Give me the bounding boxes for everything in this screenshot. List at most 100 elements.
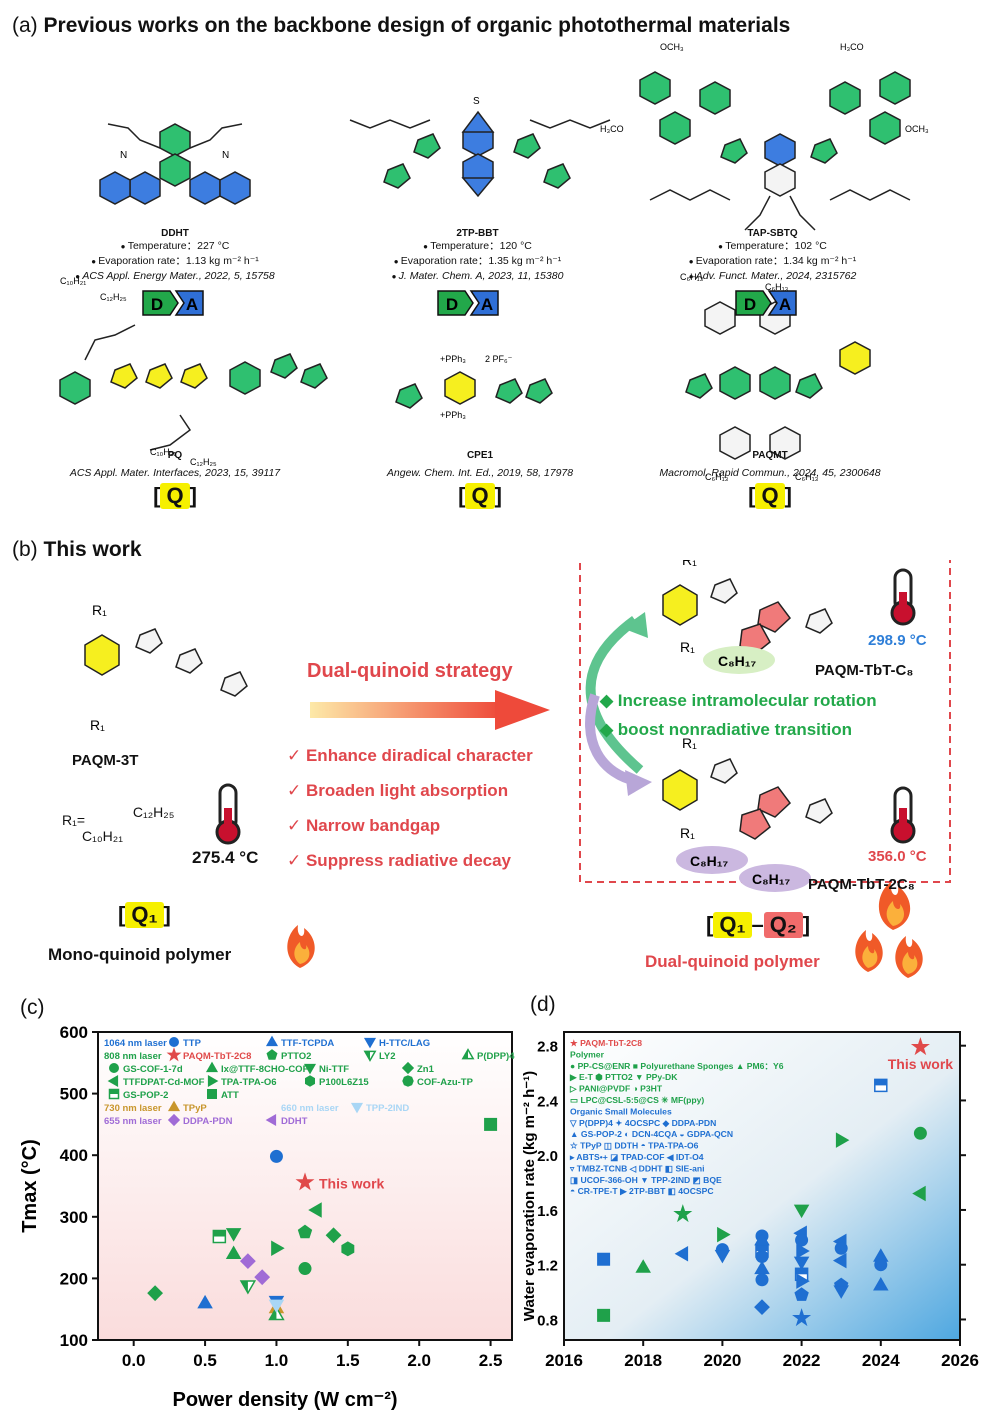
data-point: [910, 1037, 930, 1056]
legend-label: GS-COF-1-7d: [123, 1064, 183, 1075]
legend-label: TTF-TCPDA: [281, 1038, 334, 1049]
compound-cpe1: CPE1 Angew. Chem. Int. Ed., 2019, 58, 17…: [355, 450, 605, 509]
panel-b-tag: (b): [12, 538, 38, 561]
legend-marker-shape: [265, 1035, 279, 1047]
compound-ref: ACS Appl. Mater. Interfaces, 2023, 15, 3…: [69, 467, 281, 479]
legend-marker-shape: [169, 1037, 179, 1047]
legend-marker-shape: [205, 1061, 219, 1073]
legend-label: DDHT: [281, 1116, 308, 1127]
compound-ref: J. Mater. Chem. A, 2023, 11, 15380: [392, 270, 564, 282]
legend-label: PAQM-TbT-2C8: [183, 1051, 251, 1062]
legend-marker-shape: [303, 1063, 317, 1075]
ddht-structure: [99, 123, 251, 205]
legend-label: Ni-TTF: [319, 1064, 349, 1075]
paqm-3t-r1-bottom: R₁: [90, 717, 105, 733]
bullet-item: boost nonradiative transition: [600, 715, 877, 744]
legend-line: ▿ TMBZ-TCNB ◁ DDHT ◧ SIE-ani: [569, 1163, 705, 1173]
data-point-shape: [796, 1273, 810, 1289]
legend-marker-shape: [402, 1075, 414, 1087]
thermometer-icon-2: [890, 568, 916, 626]
data-point-shape: [597, 1252, 611, 1266]
legend-marker: [207, 1089, 217, 1099]
data-point-shape: [298, 1262, 312, 1276]
cpe1-pph3-label-1: +PPh₃: [440, 354, 466, 364]
legend-group: 655 nm laser: [104, 1116, 162, 1127]
legend-marker: [107, 1074, 119, 1088]
data-point: [793, 1204, 810, 1219]
r1-definition: R₁= C₁₂H₂₅ C₁₀H₂₁: [62, 804, 174, 844]
compound-2tp-bbt: 2TP-BBT Temperature：120 °C Evaporation r…: [355, 228, 600, 284]
data-point-shape: [597, 1308, 611, 1322]
data-point: [673, 1204, 693, 1223]
flame-icon-1: [287, 925, 315, 968]
top-r1-bottom: R₁: [680, 639, 695, 655]
compound-paqmt: PAQMT Macromol. Rapid Commun., 2024, 45,…: [635, 450, 905, 509]
data-point: [873, 1277, 889, 1291]
tap-h3co-label-1: H₃CO: [840, 42, 864, 52]
r1-def-label: R₁=: [62, 812, 86, 828]
data-point: [325, 1227, 342, 1244]
rotation-arrow-up: [585, 615, 644, 774]
data-point: [755, 1273, 769, 1287]
legend-line: ▽ P(DPP)4 ✦ 4OCSPC ◆ DDPA-PDN: [569, 1118, 716, 1128]
compound-name: PQ: [167, 450, 183, 461]
legend-marker-shape: [350, 1102, 364, 1114]
legend-marker-shape: [109, 1063, 119, 1073]
data-point-fill: [795, 1268, 808, 1275]
legend-marker-shape: [305, 1075, 315, 1087]
bottom-side-chain-2: C₈H₁₇: [752, 871, 790, 887]
y-tick-label: 300: [60, 1208, 88, 1227]
legend-line: ◓ CR-TPE-T ▶ 2TP-BBT ◧ 4OCSPC: [570, 1186, 714, 1196]
legend-marker-fill: [462, 1049, 468, 1059]
da-badge-1: D A: [142, 290, 204, 316]
strategy-arrow-icon: [310, 690, 550, 730]
y-tick-label: 2.4: [537, 1093, 559, 1110]
data-point-shape: [913, 1126, 927, 1140]
panel-c-tag: (c): [20, 996, 45, 1019]
bottom-side-chain-1: C₈H₁₇: [690, 853, 728, 869]
badge-d-label: D: [446, 295, 458, 314]
legend-marker-shape: [207, 1089, 217, 1099]
dual-q2-label: Q₂: [763, 912, 803, 938]
data-point-shape: [754, 1299, 770, 1316]
legend-marker-shape: [363, 1037, 377, 1049]
paqm-tbt-c8-name: PAQM-TbT-C₈: [815, 662, 914, 679]
legend-line: Organic Small Molecules: [570, 1106, 672, 1116]
compound-rate: Evaporation rate：1.35 kg m⁻² h⁻¹: [394, 255, 562, 267]
legend-line: ▶ E-T ⬢ PTTO2 ▼ PPy-DK: [569, 1072, 678, 1082]
compound-ref: ACS Appl. Energy Mater., 2022, 5, 15758: [75, 270, 274, 282]
legend-marker: [363, 1050, 377, 1062]
legend-marker: [109, 1063, 119, 1073]
legend-line: ◨ UCOF-366-OH ▼ TPP-2IND ◩ BQE: [570, 1175, 722, 1185]
data-point-shape: [834, 1241, 848, 1255]
paqmt-c6-label-1: C₆H₁₃: [680, 272, 704, 282]
legend-marker-shape: [167, 1100, 181, 1112]
data-point-shape: [835, 1132, 850, 1148]
da-badge-2: D A: [437, 290, 499, 316]
legend-marker-shape: [401, 1061, 415, 1075]
pq-c10-label-2: C₁₀H₂₁: [150, 447, 176, 457]
legend-label: H-TTC/LAG: [379, 1038, 430, 1049]
data-point-shape: [295, 1172, 315, 1191]
data-point-shape: [271, 1240, 285, 1256]
legend-label: GS-POP-2: [123, 1090, 168, 1101]
compound-name: DDHT: [161, 228, 189, 239]
thermometer-icon-3: [890, 786, 916, 844]
compound-name: TAP-SBTQ: [747, 228, 798, 239]
data-point: [874, 1078, 888, 1093]
r1-c10: C₁₀H₂₁: [82, 828, 123, 844]
paqmt-structure: [685, 301, 871, 460]
data-point-shape: [912, 1185, 926, 1202]
legend-label: TTFDPAT-Cd-MOF: [123, 1077, 205, 1088]
data-point: [796, 1243, 810, 1259]
data-point-shape: [796, 1243, 810, 1259]
ddht-n-label-1: N: [120, 150, 127, 161]
y-axis-label: Tmax (°C): [19, 1139, 41, 1233]
legend-label: P100L6Z15: [319, 1077, 369, 1088]
data-point: [833, 1285, 849, 1299]
compound-name: 2TP-BBT: [456, 228, 499, 239]
tap-h3co-label-2: H₃CO: [600, 124, 624, 134]
panel-d-tag: (d): [530, 993, 556, 1016]
legend-group: 730 nm laser: [104, 1103, 162, 1114]
